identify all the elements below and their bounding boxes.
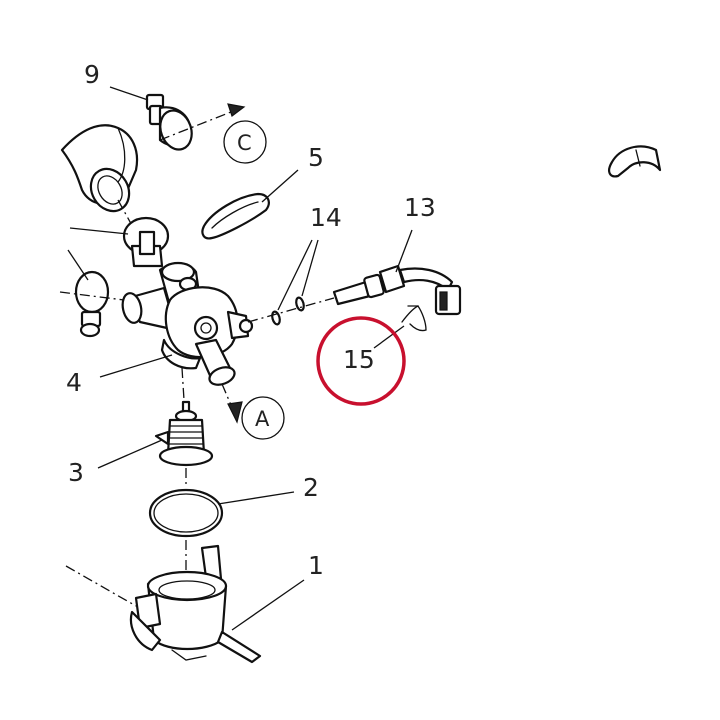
callout-2: 2 — [303, 473, 319, 502]
flow-marker-a — [241, 396, 285, 440]
flow-line-c — [159, 109, 237, 141]
callout-14: 14 — [310, 203, 342, 232]
arrow-c-icon — [227, 103, 246, 117]
axis-lower-left — [65, 565, 137, 607]
flow-marker-c-label: C — [237, 131, 252, 155]
leader-2 — [217, 491, 295, 505]
part-4-thermostat-housing[interactable] — [120, 261, 254, 388]
flow-marker-c — [223, 120, 267, 164]
axis-housing — [181, 367, 185, 401]
leader-9 — [109, 86, 149, 101]
leader-4 — [99, 354, 173, 378]
part-5-gasket[interactable] — [201, 192, 270, 240]
partial-clip-right[interactable] — [608, 145, 662, 178]
leader-14a — [277, 239, 313, 311]
part-13-temperature-sensor[interactable] — [332, 264, 462, 316]
leader-14b — [301, 239, 319, 297]
outlet-clamp[interactable] — [74, 270, 110, 338]
part-9-sensor[interactable] — [145, 93, 197, 154]
callout-9: 9 — [84, 60, 100, 89]
leader-1 — [231, 579, 305, 631]
leader-13 — [395, 229, 413, 273]
leader-5 — [261, 169, 299, 203]
flow-marker-a-label: A — [255, 407, 270, 431]
part-2-seal-ring[interactable] — [148, 488, 224, 538]
axis-hose — [117, 199, 141, 241]
callout-3: 3 — [68, 458, 84, 487]
part-3-thermostat[interactable] — [154, 400, 214, 467]
hose-elbow[interactable] — [60, 124, 139, 218]
callout-5: 5 — [308, 143, 324, 172]
part-1-lower-housing[interactable] — [129, 544, 262, 664]
callout-15: 15 — [343, 345, 375, 374]
callout-4: 4 — [66, 368, 82, 397]
leader-clamp — [69, 227, 129, 235]
highlight-ring — [316, 316, 406, 406]
leader-left-clamp — [67, 249, 89, 281]
arrow-a-icon — [227, 401, 243, 424]
leader-3 — [97, 439, 163, 469]
callout-1: 1 — [308, 551, 324, 580]
hose-clamp[interactable] — [122, 216, 170, 268]
callout-13: 13 — [404, 193, 436, 222]
leader-15 — [373, 325, 405, 349]
part-15-clip[interactable] — [401, 305, 427, 332]
axis-sensor — [247, 297, 335, 323]
